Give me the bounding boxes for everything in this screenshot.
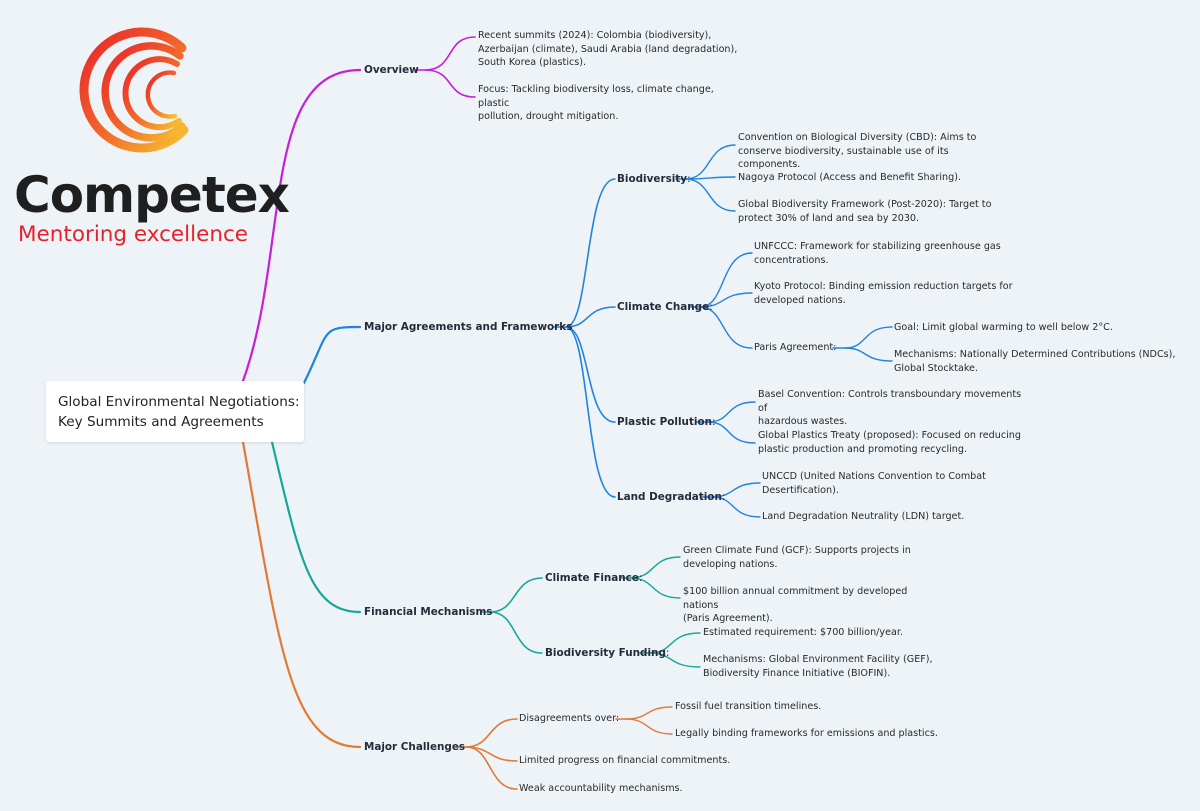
overview-focus: Focus: Tackling biodiversity loss, clima… xyxy=(478,84,714,122)
leaf-gef-biofin: Mechanisms: Global Environment Facility … xyxy=(703,654,933,679)
node-climate-finance[interactable]: Climate Finance: xyxy=(545,572,643,584)
node-biodiversity-funding[interactable]: Biodiversity Funding: xyxy=(545,647,670,659)
brand-name: Competex xyxy=(14,166,290,224)
leaf-cbd: Convention on Biological Diversity (CBD)… xyxy=(738,132,977,170)
leaf-paris-mechanisms: Mechanisms: Nationally Determined Contri… xyxy=(894,349,1176,374)
branch-overview[interactable]: Overview xyxy=(364,64,419,76)
leaf-fossil-fuel: Fossil fuel transition timelines. xyxy=(675,701,822,712)
leaf-ldn: Land Degradation Neutrality (LDN) target… xyxy=(762,511,965,522)
leaf-paris-goal: Goal: Limit global warming to well below… xyxy=(894,322,1113,333)
branch-agreements[interactable]: Major Agreements and Frameworks xyxy=(364,321,573,333)
leaf-legally-binding: Legally binding frameworks for emissions… xyxy=(675,728,938,739)
leaf-100-billion: $100 billion annual commitment by develo… xyxy=(683,586,908,624)
leaf-basel: Basel Convention: Controls transboundary… xyxy=(758,389,1022,427)
leaf-kyoto: Kyoto Protocol: Binding emission reducti… xyxy=(754,281,1013,306)
node-biodiversity[interactable]: Biodiversity: xyxy=(617,173,691,185)
node-paris-agreement[interactable]: Paris Agreement: xyxy=(754,342,837,353)
competex-logo-icon xyxy=(79,27,189,153)
leaf-gbf: Global Biodiversity Framework (Post-2020… xyxy=(738,199,992,224)
leaf-limited-progress: Limited progress on financial commitment… xyxy=(519,755,731,766)
branch-finance[interactable]: Financial Mechanisms xyxy=(364,606,493,618)
leaf-unccd: UNCCD (United Nations Convention to Comb… xyxy=(762,471,986,496)
node-disagreements[interactable]: Disagreements over: xyxy=(519,713,620,724)
leaf-weak-accountability: Weak accountability mechanisms. xyxy=(519,783,683,794)
root-node[interactable]: Global Environmental Negotiations:Key Su… xyxy=(46,381,304,442)
leaf-unfccc: UNFCCC: Framework for stabilizing greenh… xyxy=(754,241,1001,266)
leaf-nagoya: Nagoya Protocol (Access and Benefit Shar… xyxy=(738,172,962,183)
brand-tagline: Mentoring excellence xyxy=(18,222,249,247)
leaf-gcf: Green Climate Fund (GCF): Supports proje… xyxy=(683,545,911,570)
branch-challenges[interactable]: Major Challenges xyxy=(364,741,466,753)
leaf-plastics-treaty: Global Plastics Treaty (proposed): Focus… xyxy=(758,430,1021,455)
node-climate-change[interactable]: Climate Change: xyxy=(617,301,713,313)
node-plastic-pollution[interactable]: Plastic Pollution: xyxy=(617,416,716,428)
overview-summits: Recent summits (2024): Colombia (biodive… xyxy=(478,30,738,68)
root-title: Global Environmental Negotiations:Key Su… xyxy=(58,394,300,430)
node-land-degradation[interactable]: Land Degradation: xyxy=(617,491,726,503)
leaf-requirement: Estimated requirement: $700 billion/year… xyxy=(703,627,903,638)
